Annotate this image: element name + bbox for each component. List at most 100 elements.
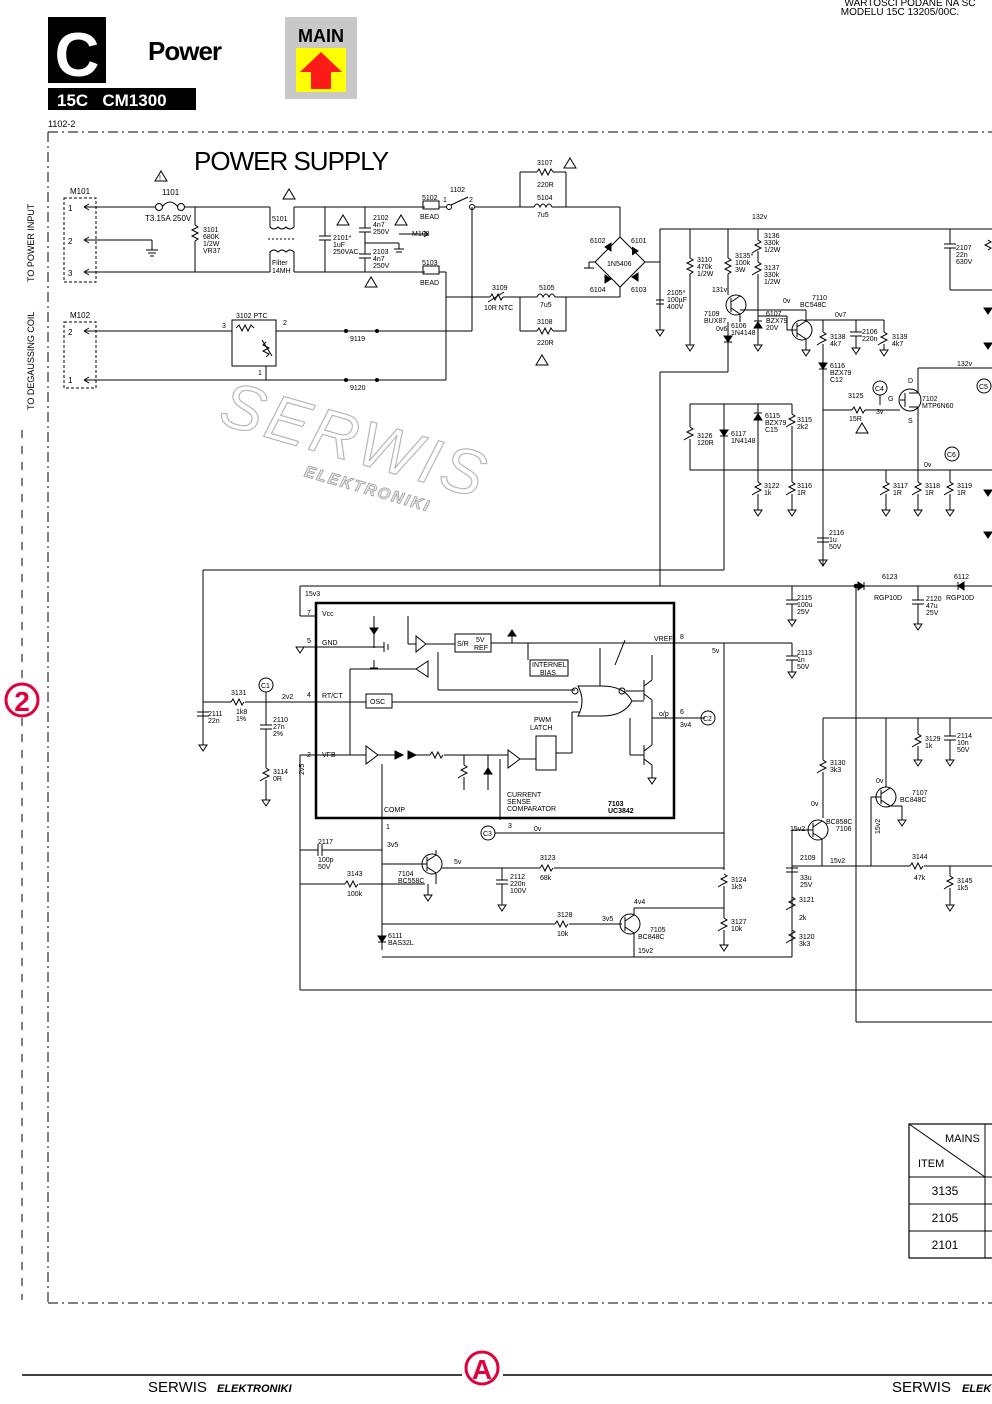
footer-brand-left: SERWIS <box>148 1379 207 1396</box>
svg-text:3102 PTC: 3102 PTC <box>236 313 268 320</box>
model-label: 15C CM1300 <box>57 91 167 110</box>
svg-text:33u: 33u <box>800 875 812 882</box>
svg-text:1101: 1101 <box>162 188 180 197</box>
svg-text:VREF: VREF <box>654 636 673 643</box>
svg-text:220R: 220R <box>537 182 554 189</box>
svg-text:6102: 6102 <box>590 238 606 245</box>
svg-text:3131: 3131 <box>231 690 247 697</box>
svg-text:7: 7 <box>307 610 311 617</box>
svg-text:2%: 2% <box>273 731 283 738</box>
model-box <box>48 88 196 110</box>
svg-text:3125: 3125 <box>848 393 864 400</box>
svg-text:3117: 3117 <box>893 483 908 490</box>
svg-text:20V: 20V <box>766 325 779 332</box>
svg-text:2114: 2114 <box>957 733 972 740</box>
svg-text:T3.15A 250V: T3.15A 250V <box>145 214 192 223</box>
svg-text:6112: 6112 <box>954 574 969 581</box>
svg-text:D: D <box>908 378 913 385</box>
svg-text:3: 3 <box>68 269 73 278</box>
svg-text:2106: 2106 <box>862 329 878 336</box>
svg-text:220R: 220R <box>537 340 554 347</box>
svg-text:INTERNEL: INTERNEL <box>532 662 567 669</box>
svg-text:M101: M101 <box>70 187 91 196</box>
svg-text:400V: 400V <box>667 304 684 311</box>
svg-text:2116: 2116 <box>829 530 844 537</box>
svg-text:15v2: 15v2 <box>830 858 845 865</box>
svg-text:2: 2 <box>283 320 287 327</box>
svg-text:15R: 15R <box>849 416 862 423</box>
svg-text:BEAD: BEAD <box>420 214 439 221</box>
svg-text:3118: 3118 <box>925 483 940 490</box>
main-button[interactable]: MAIN <box>285 17 357 99</box>
svg-text:25V: 25V <box>926 610 939 617</box>
svg-text:120R: 120R <box>697 440 714 447</box>
svg-text:330k: 330k <box>764 240 780 247</box>
svg-text:5105: 5105 <box>539 285 555 292</box>
note-line-1: WARTOŚCI PODANE NA SC <box>845 0 976 9</box>
svg-text:COMP: COMP <box>384 807 405 814</box>
svg-text:5103: 5103 <box>422 260 438 267</box>
svg-text:3120: 3120 <box>799 934 815 941</box>
svg-text:6106: 6106 <box>731 323 747 330</box>
svg-text:BC848C: BC848C <box>638 934 664 941</box>
svg-text:3145: 3145 <box>957 878 973 885</box>
section-letter-box <box>48 17 106 83</box>
svg-text:100µF: 100µF <box>667 297 687 304</box>
svg-text:1: 1 <box>386 824 390 831</box>
section-title: Power <box>148 36 222 66</box>
svg-text:M102: M102 <box>70 311 91 320</box>
svg-text:0v: 0v <box>534 826 542 833</box>
svg-text:1n: 1n <box>797 657 805 664</box>
svg-text:7103: 7103 <box>608 801 624 808</box>
svg-text:3121: 3121 <box>799 897 815 904</box>
table-row: 3135 <box>932 1184 959 1198</box>
svg-text:6107: 6107 <box>766 311 782 318</box>
svg-text:2: 2 <box>68 237 73 246</box>
svg-text:LATCH: LATCH <box>530 725 552 732</box>
svg-text:131v: 131v <box>712 287 728 294</box>
svg-text:1k5: 1k5 <box>957 885 968 892</box>
footer-brand-right-bold: ELEK <box>962 1383 992 1395</box>
rectifier-section: 3107 220R 5104 7u5 3109 10R NTC 5105 7u5… <box>484 157 992 586</box>
svg-text:3W: 3W <box>735 267 746 274</box>
svg-text:S/R: S/R <box>457 641 469 648</box>
svg-text:2117: 2117 <box>318 839 333 846</box>
svg-text:OSC: OSC <box>370 699 385 706</box>
svg-text:6103: 6103 <box>631 287 647 294</box>
svg-text:50V: 50V <box>797 664 810 671</box>
svg-text:50V: 50V <box>829 544 842 551</box>
svg-text:BC848C: BC848C <box>900 797 926 804</box>
svg-text:220n: 220n <box>862 336 878 343</box>
svg-text:UC3842: UC3842 <box>608 808 634 815</box>
svg-text:0v: 0v <box>811 801 819 808</box>
svg-text:10R NTC: 10R NTC <box>484 305 513 312</box>
svg-text:0v6: 0v6 <box>716 326 727 333</box>
svg-text:1102: 1102 <box>450 187 465 194</box>
svg-text:PWM: PWM <box>534 717 551 724</box>
svg-text:2113: 2113 <box>797 650 812 657</box>
svg-text:2109: 2109 <box>800 855 816 862</box>
svg-text:6123: 6123 <box>882 574 898 581</box>
svg-text:CURRENT: CURRENT <box>507 792 542 799</box>
svg-text:0v7: 0v7 <box>835 312 846 319</box>
svg-text:27n: 27n <box>273 724 285 731</box>
svg-text:10k: 10k <box>731 926 743 933</box>
svg-text:4n7: 4n7 <box>373 222 385 229</box>
svg-text:7106: 7106 <box>836 826 852 833</box>
svg-text:3116: 3116 <box>797 483 812 490</box>
svg-text:BZX79: BZX79 <box>765 420 787 427</box>
svg-text:8: 8 <box>680 634 684 641</box>
svg-text:1: 1 <box>68 204 73 213</box>
svg-text:COMPARATOR: COMPARATOR <box>507 806 556 813</box>
svg-text:1k: 1k <box>925 743 933 750</box>
svg-text:2102: 2102 <box>373 215 389 222</box>
svg-text:BC558C: BC558C <box>398 878 424 885</box>
svg-text:1: 1 <box>443 197 447 204</box>
svg-text:C3: C3 <box>483 831 492 838</box>
svg-text:3109: 3109 <box>492 285 508 292</box>
svg-text:1: 1 <box>258 370 262 377</box>
svg-text:3144: 3144 <box>912 854 928 861</box>
svg-text:100V: 100V <box>510 888 527 895</box>
table-header-item: ITEM <box>918 1158 944 1170</box>
